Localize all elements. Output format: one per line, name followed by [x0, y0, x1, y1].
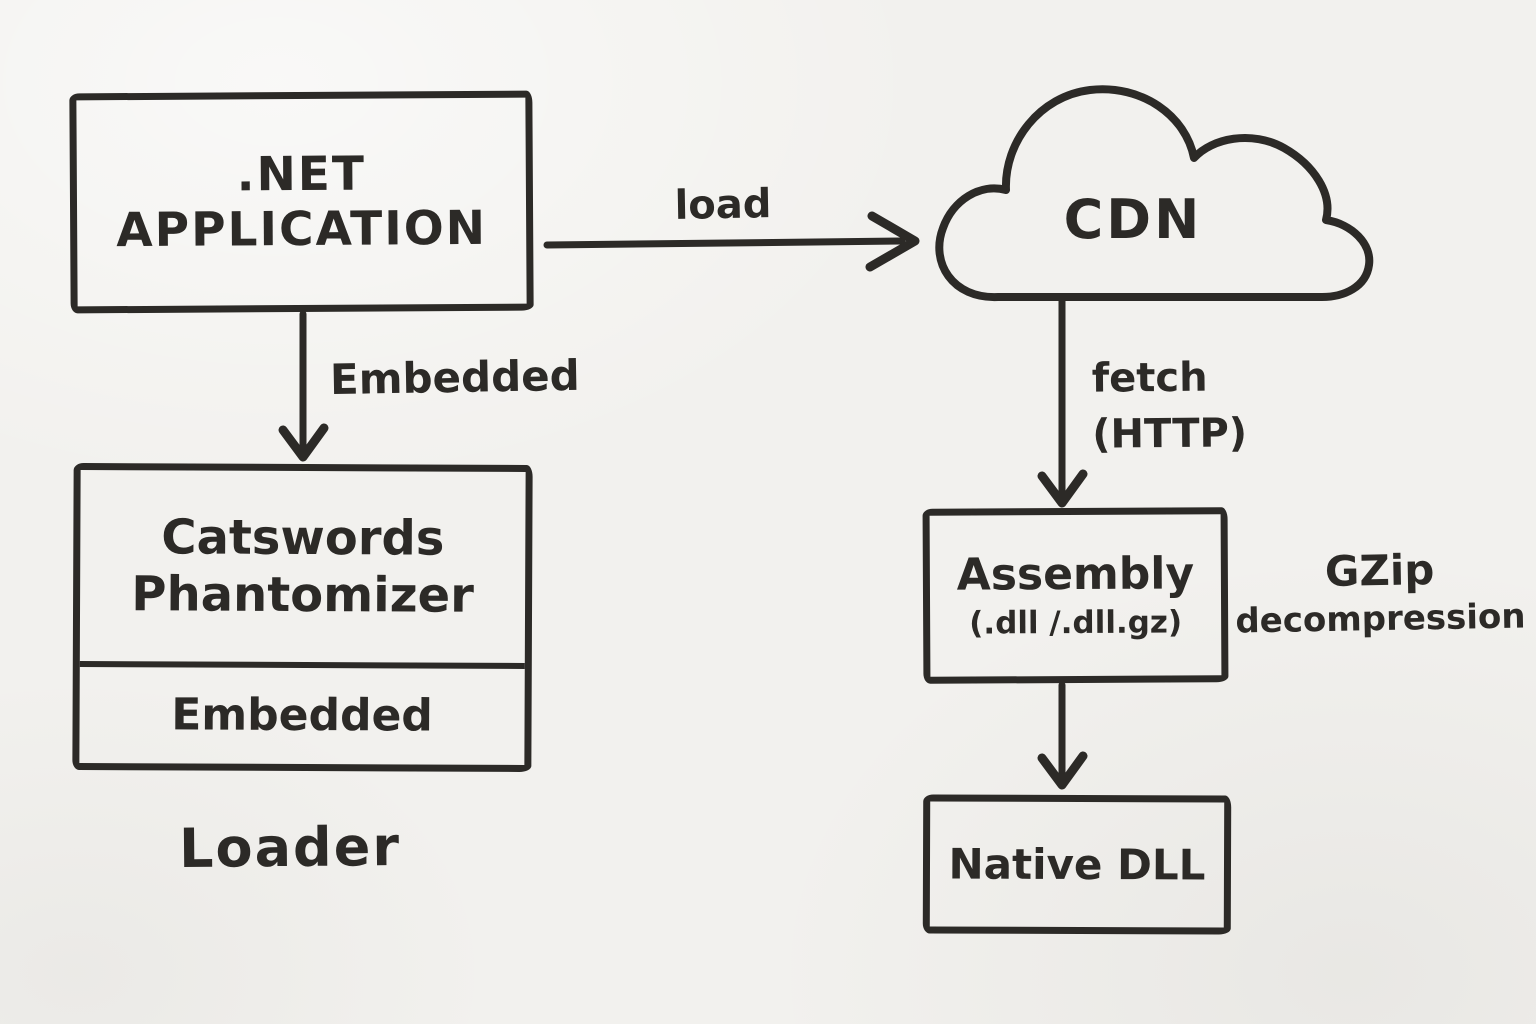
fetch-edge-label-line2: (HTTP): [1092, 410, 1248, 458]
load-arrow: [543, 237, 906, 249]
native-dll-box: Native DLL: [922, 794, 1232, 935]
phantomizer-box: Catswords Phantomizer Embedded: [72, 463, 533, 772]
net-application-box: .NET APPLICATION: [69, 90, 534, 314]
assembly-line2: (.dll /.dll.gz): [969, 604, 1183, 642]
loader-caption: Loader: [178, 815, 402, 880]
gzip-note: GZip decompression: [1234, 542, 1526, 642]
phantomizer-embedded-section: Embedded: [79, 661, 525, 765]
phantomizer-title-section: Catswords Phantomizer: [80, 470, 526, 663]
phantomizer-line2: Phantomizer: [131, 565, 474, 624]
assembly-box: Assembly (.dll /.dll.gz): [922, 507, 1229, 684]
net-application-line2: APPLICATION: [116, 200, 488, 259]
embedded-arrowhead-icon: [278, 423, 329, 462]
phantomizer-embedded-label: Embedded: [171, 689, 433, 742]
net-application-line1: .NET: [236, 146, 367, 202]
assembly-line1: Assembly: [956, 548, 1195, 601]
load-edge-label: load: [674, 181, 772, 229]
gzip-note-line1: GZip: [1324, 545, 1435, 596]
fetch-arrowhead-icon: [1037, 469, 1088, 508]
cloud-icon: [935, 85, 1374, 302]
load-arrowhead-icon: [865, 211, 920, 272]
phantomizer-line1: Catswords: [161, 509, 445, 567]
gzip-note-line2: decompression: [1235, 595, 1526, 642]
cdn-label: CDN: [1063, 188, 1203, 251]
fetch-edge-label: fetch (HTTP): [1092, 349, 1248, 462]
fetch-edge-label-line1: fetch: [1091, 354, 1208, 402]
native-dll-label: Native DLL: [948, 839, 1206, 890]
decompress-arrowhead-icon: [1037, 751, 1088, 790]
embedded-edge-label: Embedded: [329, 350, 581, 405]
